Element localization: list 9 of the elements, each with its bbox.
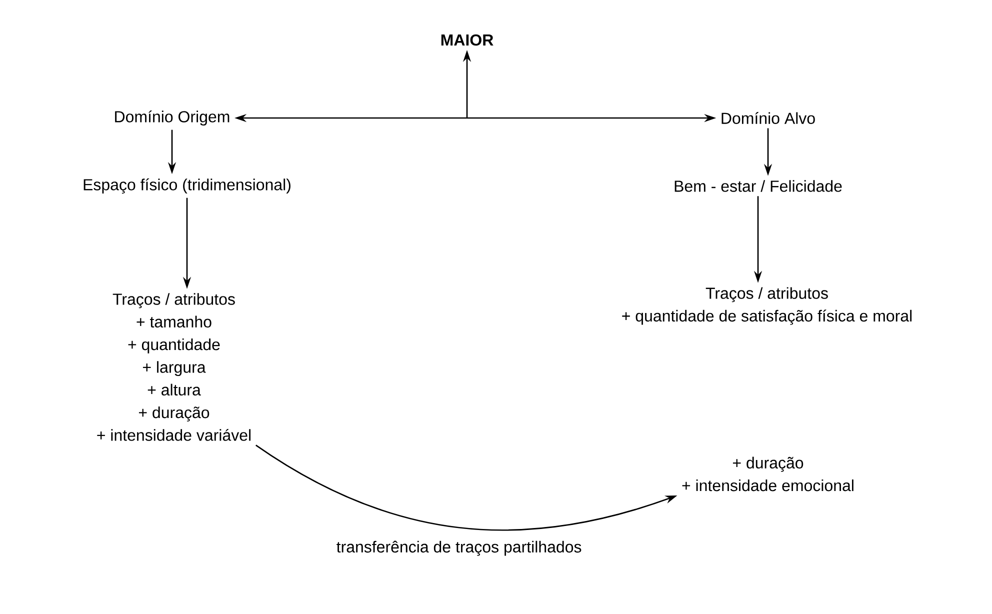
concept-label: Domínio Alvo bbox=[722, 112, 815, 124]
attribute-list: + duração + intensidade emocional bbox=[682, 456, 854, 492]
heading-label: MAIOR bbox=[441, 34, 494, 46]
attribute-list: Traços / atributos + tamanho + quantidade + largura + altura + duração + intensidade variável bbox=[97, 293, 250, 441]
attribute-list: Traços / atributos + quantidade de satisfação física e moral bbox=[622, 287, 912, 325]
concept-label: Espaço físico (tridimensional) bbox=[84, 178, 290, 194]
concept-label: Domínio Origem bbox=[115, 110, 230, 126]
concept-label: Bem - estar / Felicidade bbox=[674, 180, 842, 192]
edge-label: transferência de traços partilhados bbox=[334, 538, 584, 558]
